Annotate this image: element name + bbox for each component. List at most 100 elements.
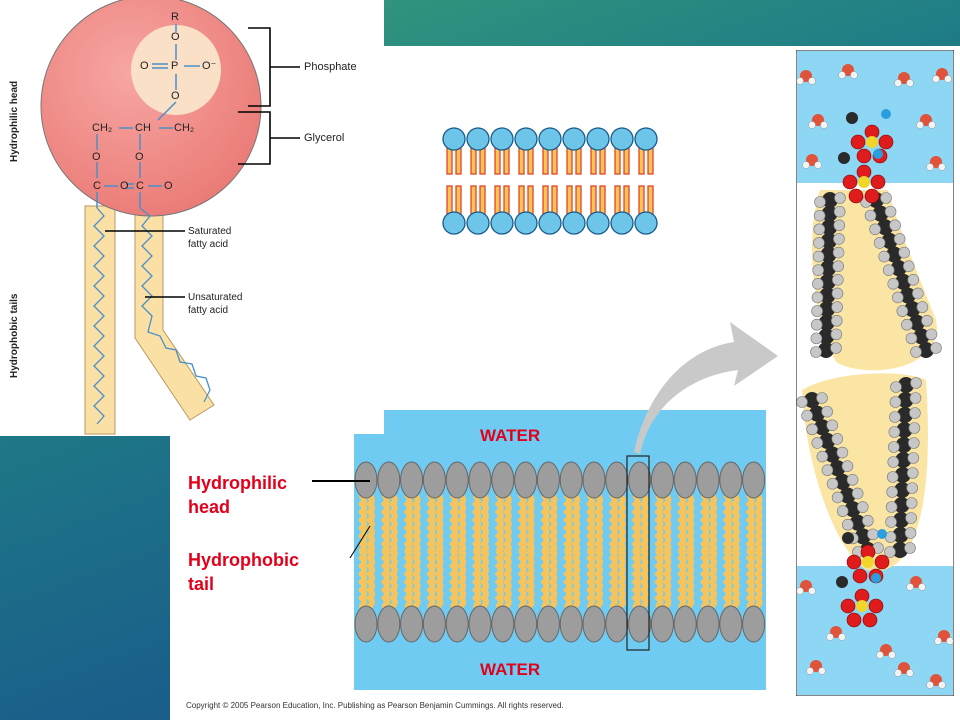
oxygen-atom	[846, 612, 862, 628]
saturated-tail-bar	[84, 205, 116, 435]
label-hydrophobic-tail: Hydrophobic tail	[188, 548, 299, 596]
hydrogen-atom	[833, 219, 846, 232]
membrane-head	[491, 605, 515, 643]
hydrogen-atom	[862, 514, 874, 527]
membrane-tail	[753, 547, 763, 609]
hydrogen-atom	[832, 274, 844, 286]
label-hydrophilic-head-vertical: Hydrophilic head	[9, 80, 20, 162]
icon-tail	[455, 185, 462, 215]
phospholipid-structure-svg	[40, 0, 300, 435]
hydrogen-atom	[890, 381, 902, 393]
icon-tail	[503, 147, 510, 175]
carbon-atom	[908, 314, 925, 331]
membrane-head	[719, 605, 743, 643]
icon-head	[514, 127, 538, 151]
membrane-head	[468, 605, 492, 643]
membrane-tail	[722, 493, 732, 555]
membrane-head	[377, 461, 401, 499]
icon-tail	[638, 147, 645, 175]
oxygen-atom	[868, 598, 884, 614]
membrane-tail	[676, 547, 687, 609]
membrane-tail	[593, 547, 603, 609]
carbon-atom	[892, 542, 908, 558]
membrane-tail	[676, 493, 687, 555]
hydrogen-atom	[826, 478, 839, 490]
membrane-tail	[502, 547, 512, 609]
carbon-atom	[893, 512, 910, 528]
membrane-tail	[639, 493, 649, 555]
membrane-head	[696, 461, 720, 499]
label-hydrophobic-line1: Hydrophobic	[188, 550, 299, 570]
atom-c-left: C	[93, 180, 101, 192]
hydrogen-atom	[892, 291, 904, 304]
hydrogen-atom	[831, 287, 844, 300]
saturated-chain	[93, 207, 105, 425]
hydrogen-atom	[905, 497, 918, 509]
membrane-head	[628, 461, 652, 499]
membrane-tail	[699, 547, 709, 609]
carbon-atom	[834, 473, 851, 490]
hydrogen-atom	[906, 467, 919, 479]
carbon-atom	[896, 422, 913, 438]
water-hydrogen	[888, 651, 896, 659]
water-hydrogen	[934, 637, 942, 645]
hydrogen-atom	[831, 433, 844, 445]
oxygen-atom	[840, 598, 856, 614]
label-head-line2: head	[188, 497, 231, 517]
hydrogen-atom	[811, 291, 824, 304]
carbon-atom	[881, 232, 898, 249]
oxygen-atom	[842, 174, 858, 190]
icon-head	[586, 127, 610, 151]
hydrogen-atom	[910, 377, 922, 389]
carbon-atom	[838, 152, 850, 164]
membrane-head	[719, 461, 743, 499]
icon-tail	[479, 185, 486, 215]
water-label-top: WATER	[480, 426, 541, 445]
hydrogen-atom	[830, 328, 843, 341]
icon-tail	[614, 185, 621, 215]
label-phosphate: Phosphate	[304, 61, 357, 73]
model-water-bottom	[797, 566, 953, 695]
carbon-atom	[819, 432, 836, 449]
atom-o-carbonyl-left: O	[120, 180, 129, 192]
hydrogen-atom	[916, 301, 929, 313]
carbon-atom	[890, 260, 907, 277]
carbon-atom	[895, 452, 912, 468]
membrane-head	[559, 605, 583, 643]
carbon-atom	[897, 392, 914, 408]
membrane-tail	[448, 547, 459, 609]
hydrogen-atom	[810, 318, 823, 331]
hydrogen-atom	[813, 209, 826, 222]
membrane-tail	[380, 547, 390, 609]
hydrogen-atom	[898, 246, 910, 259]
membrane-tail	[699, 493, 709, 555]
hydrogen-atom	[830, 314, 843, 327]
membrane-head	[445, 461, 469, 499]
membrane-head	[445, 605, 469, 643]
membrane-heads	[354, 461, 766, 643]
hydrogen-atom	[905, 332, 918, 345]
hydrogen-atom	[826, 419, 838, 432]
membrane-tail	[448, 493, 459, 555]
atom-o-double: O	[140, 60, 149, 72]
hydrogen-atom	[810, 332, 823, 345]
membrane-tail	[753, 493, 763, 555]
hydrogen-atom	[907, 452, 920, 464]
hydrogen-atom	[851, 487, 864, 500]
icon-tail	[470, 147, 477, 175]
hydrogen-atom	[831, 301, 843, 313]
membrane-tail	[365, 493, 375, 555]
hydrogen-atom	[896, 305, 909, 317]
oxygen-atom	[846, 554, 862, 570]
hydrogen-atom	[811, 437, 824, 449]
hydrogen-atom	[836, 505, 849, 517]
icon-tail	[590, 185, 597, 215]
hydrogen-atom	[867, 528, 879, 541]
phosphorus-atom	[866, 136, 878, 148]
hydrogen-atom	[831, 491, 844, 504]
membrane-tail	[525, 493, 535, 555]
membrane-tail	[548, 547, 558, 609]
membrane-tail	[639, 547, 649, 609]
hydrogen-atom	[812, 278, 824, 290]
hydrogen-atom	[909, 407, 921, 419]
